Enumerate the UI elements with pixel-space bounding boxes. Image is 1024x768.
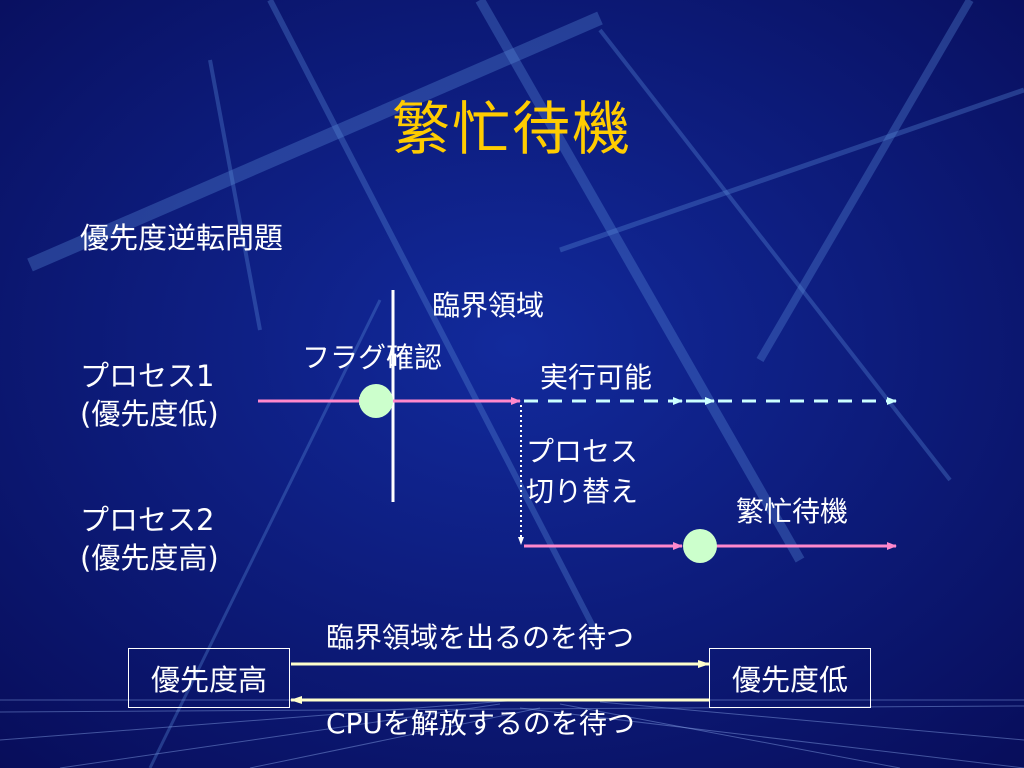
process1-priority: (優先度低): [80, 397, 219, 431]
critical-section-label: 臨界領域: [432, 289, 545, 322]
flag-check-node: [359, 384, 393, 418]
process-switch-label-line2: 切り替え: [526, 475, 639, 508]
wait-exit-label: 臨界領域を出るのを待つ: [326, 621, 635, 654]
process2-name: プロセス2: [80, 503, 215, 537]
flag-check-label: フラグ確認: [302, 341, 443, 374]
busy-wait-label: 繁忙待機: [736, 495, 849, 528]
runnable-label: 実行可能: [540, 361, 653, 394]
wait-cpu-label: CPUを解放するのを待つ: [326, 707, 635, 740]
process1-name: プロセス1: [80, 359, 215, 393]
slide-subtitle: 優先度逆転問題: [80, 221, 284, 255]
priority-high-box: 優先度高: [128, 648, 290, 708]
slide-title: 繁忙待機: [391, 95, 632, 163]
process2-priority: (優先度高): [80, 541, 219, 575]
priority-low-box: 優先度低: [709, 648, 871, 708]
process-switch-label-line1: プロセス: [526, 435, 639, 468]
busy-wait-node: [683, 529, 717, 563]
